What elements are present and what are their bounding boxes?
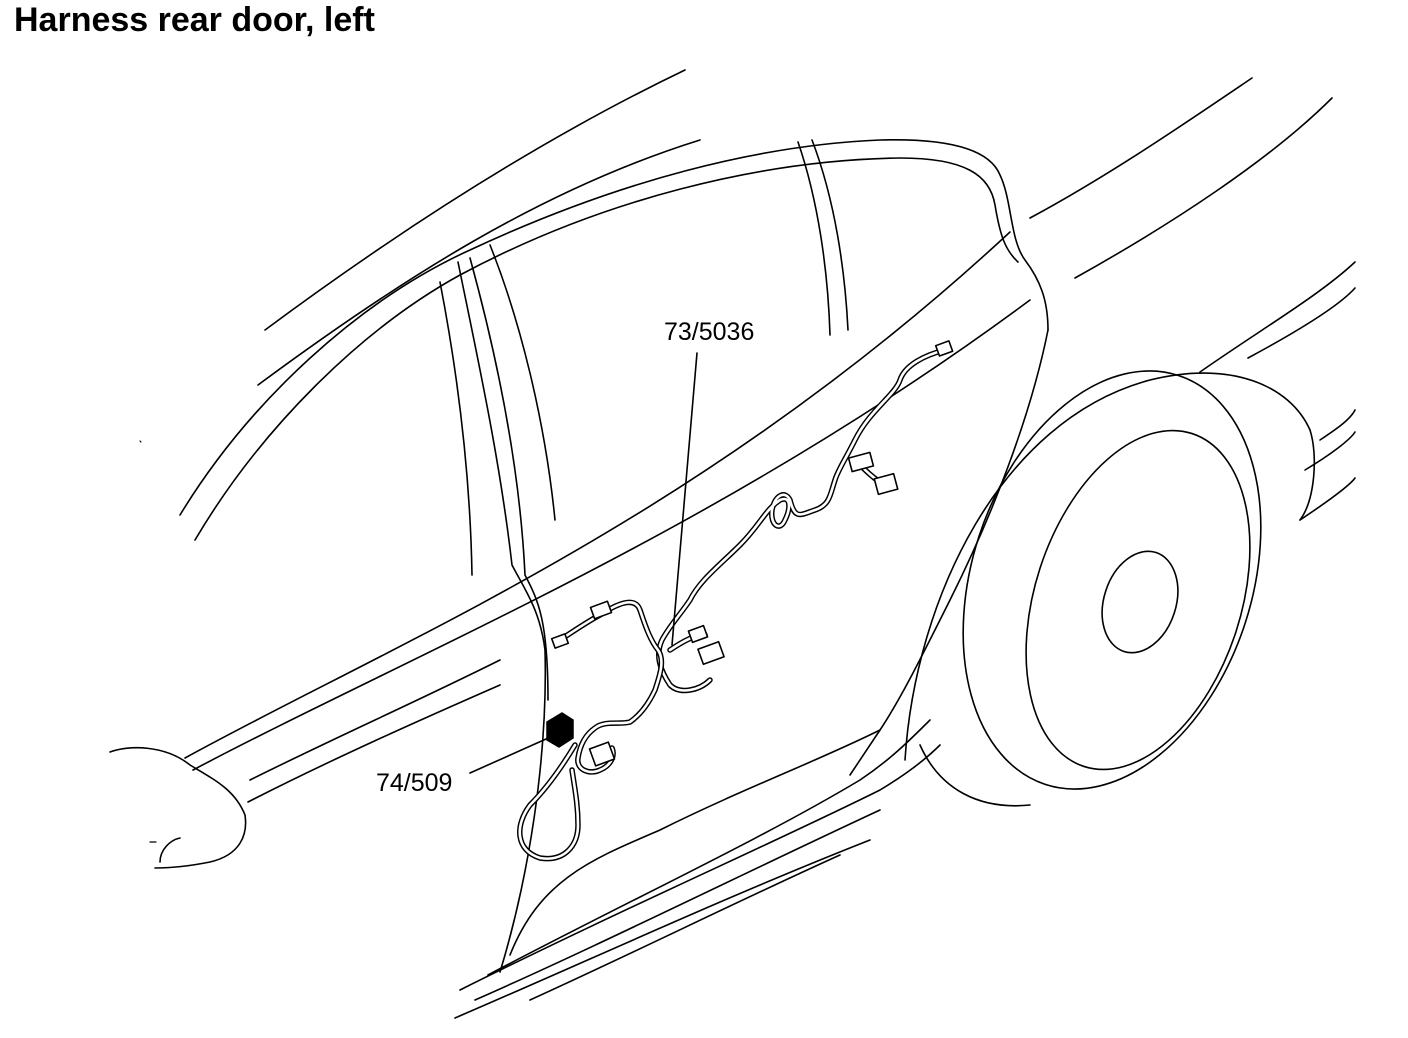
- connector-left-1: [550, 633, 570, 649]
- connector-center-2: [697, 640, 725, 666]
- callout-label-74-509: 74/509: [376, 769, 452, 797]
- connector-left-2: [589, 600, 613, 620]
- connector-74-509-shape: [546, 712, 574, 748]
- harness-connectors: [546, 340, 954, 767]
- connector-mid-right-2: [873, 472, 899, 496]
- callout-label-73-5036: 73/5036: [664, 318, 754, 346]
- connector-center-1: [687, 624, 709, 644]
- leader-73-5036: [671, 352, 698, 646]
- connector-mid-right-1: [847, 451, 875, 473]
- car-body-outline: [109, 69, 1356, 1019]
- page-title: Harness rear door, left: [14, 1, 375, 39]
- connector-lower-1: [588, 741, 616, 767]
- wiring-harness: [517, 347, 948, 862]
- callout-leaders: [469, 352, 698, 774]
- leader-74-509: [469, 734, 556, 774]
- connector-top-right: [934, 340, 954, 357]
